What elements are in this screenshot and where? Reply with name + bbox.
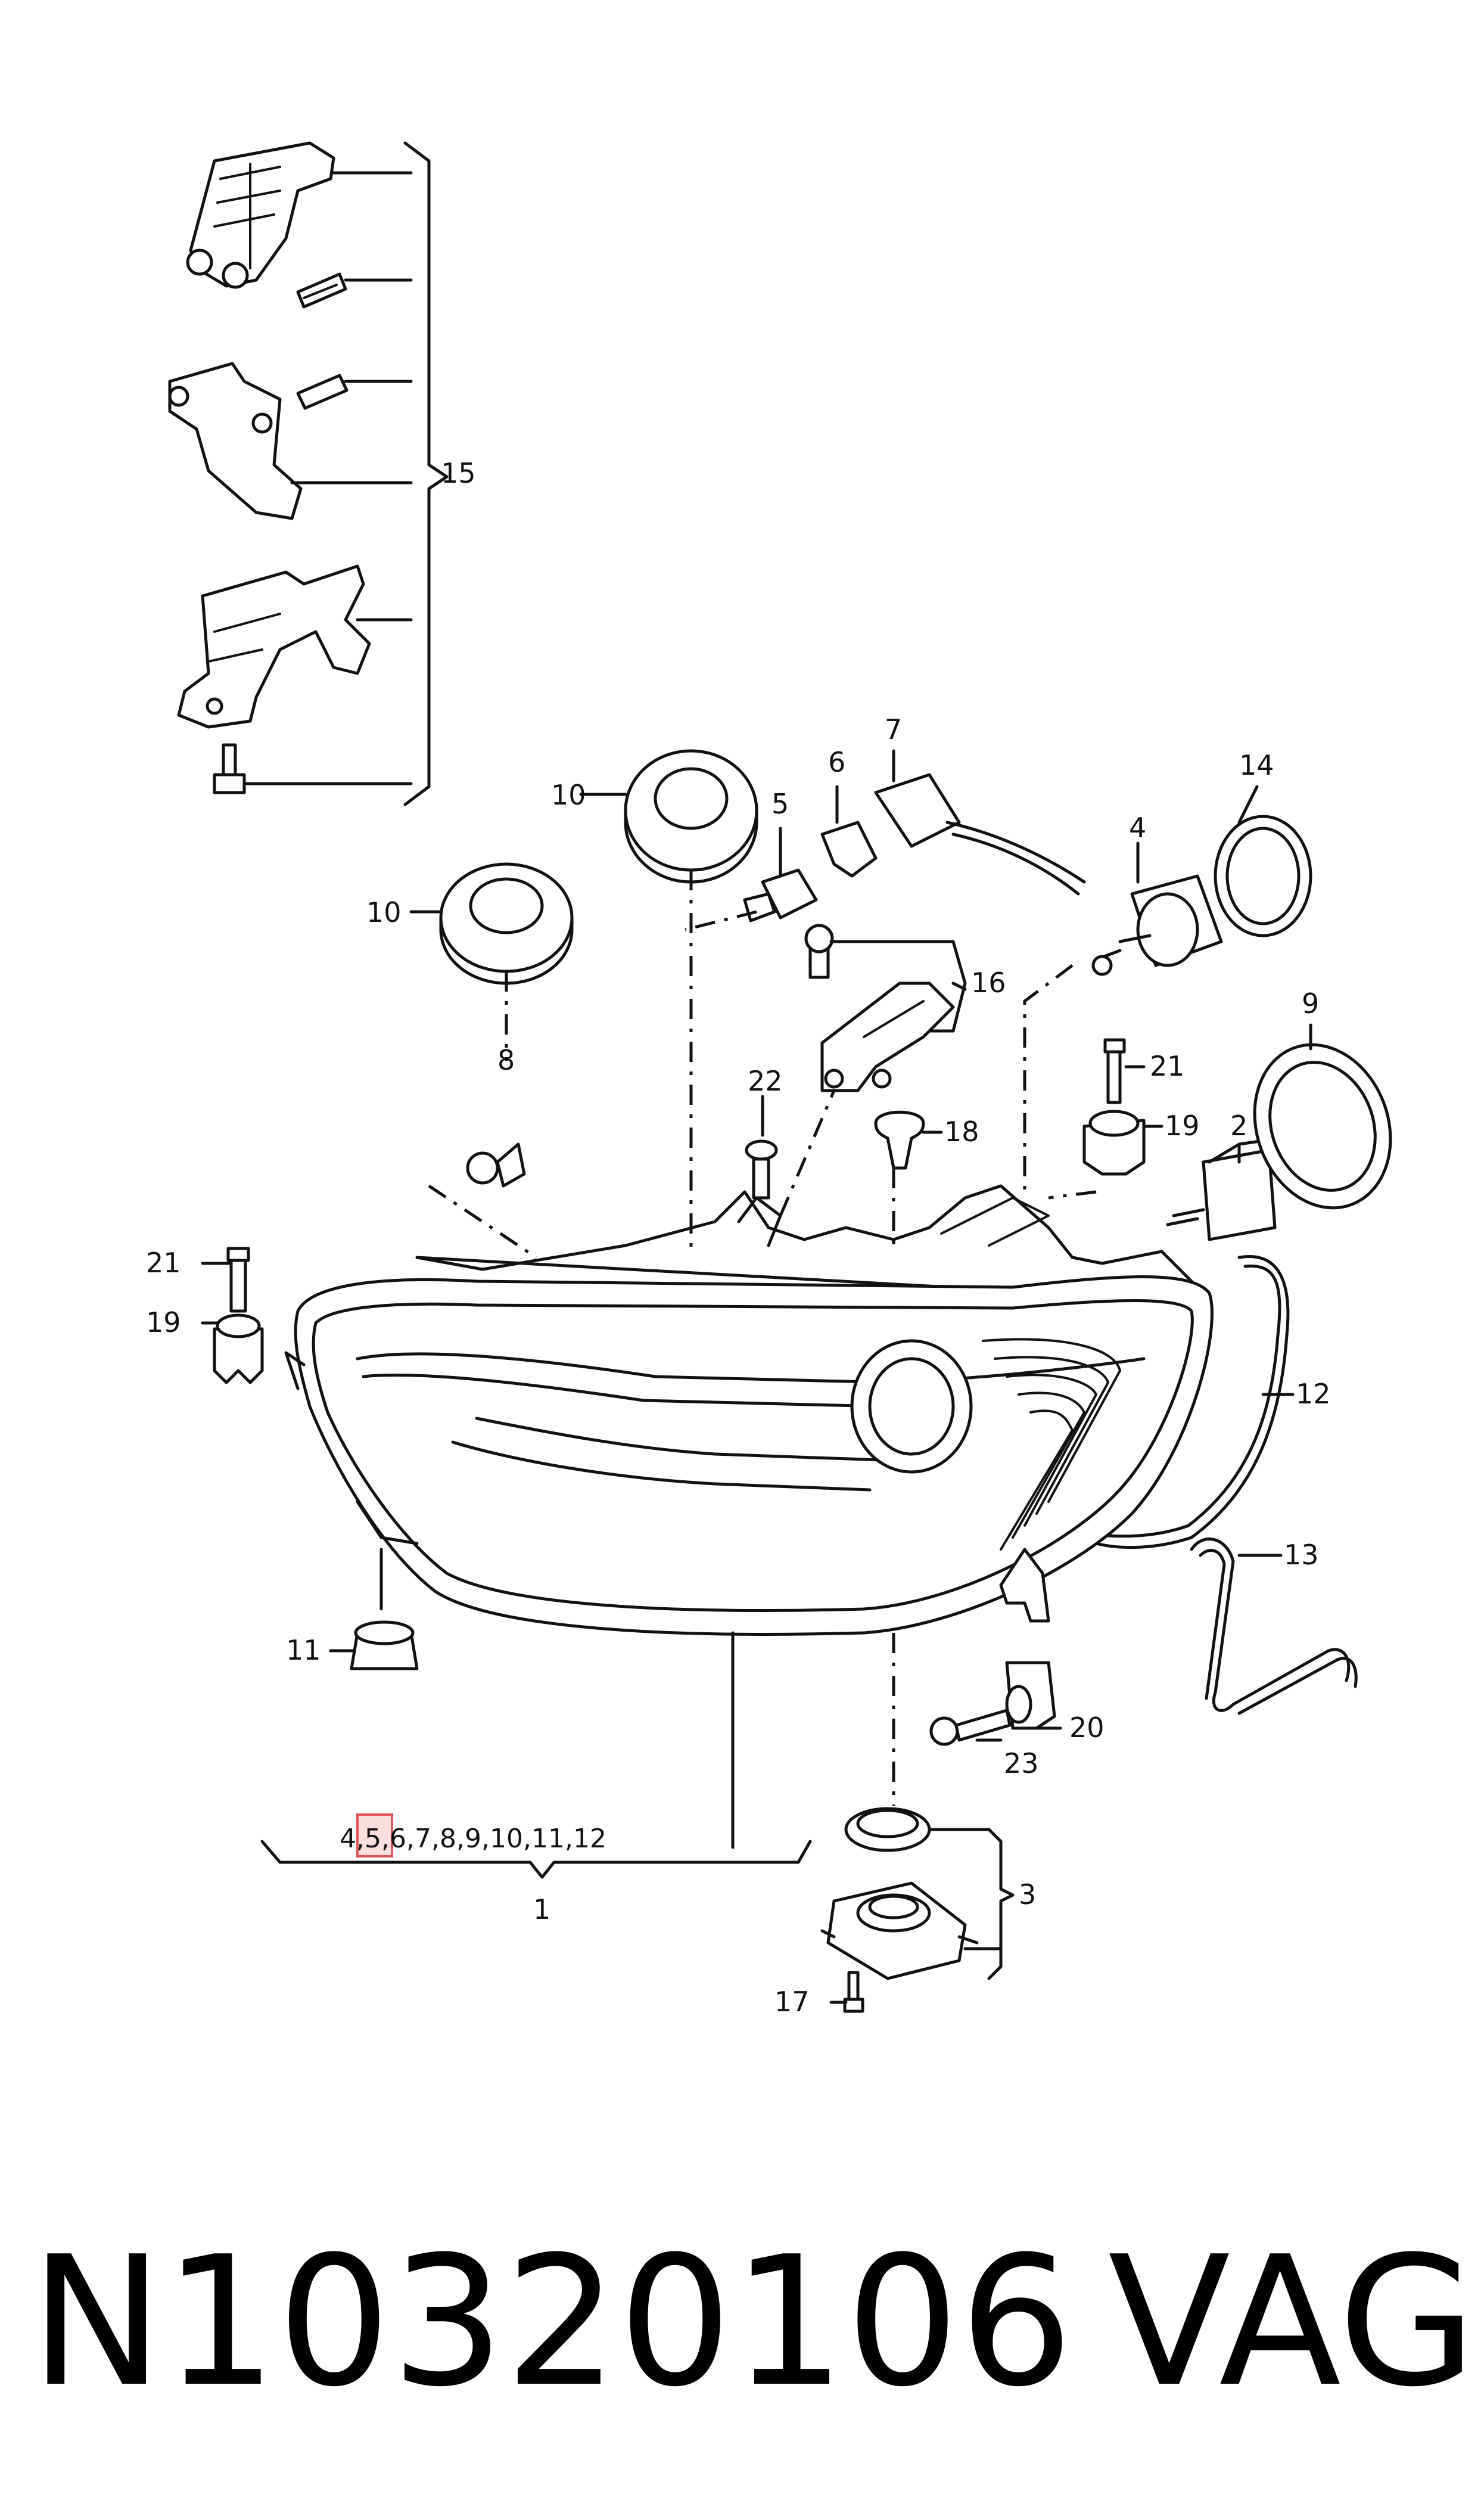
callout-11: 11 bbox=[286, 1634, 321, 1666]
callout-19-right: 19 bbox=[1165, 1110, 1200, 1142]
seal-ring-14 bbox=[1214, 815, 1312, 937]
callout-labels: 15 10 10 5 6 7 14 4 16 9 8 21 22 19 2 18… bbox=[146, 457, 1331, 2018]
connector-7 bbox=[874, 773, 1086, 896]
highlight-box-callout-5 bbox=[356, 1813, 393, 1858]
callout-1: 1 bbox=[533, 1893, 550, 1925]
callout-21-left: 21 bbox=[146, 1247, 181, 1279]
part-number: N10320106 bbox=[30, 2218, 1073, 2426]
trim-strip-12 bbox=[1094, 1255, 1290, 1549]
screw-21-right bbox=[1103, 1038, 1126, 1104]
plug-18 bbox=[874, 1110, 925, 1170]
callout-13: 13 bbox=[1284, 1539, 1319, 1571]
clip-19-right bbox=[1082, 1110, 1146, 1176]
callout-2: 2 bbox=[1230, 1110, 1247, 1142]
callout-8: 8 bbox=[497, 1044, 515, 1076]
callout-3: 3 bbox=[1019, 1878, 1036, 1911]
callout-16: 16 bbox=[971, 967, 1006, 999]
screw-17 bbox=[843, 1971, 864, 2013]
screw-23 bbox=[929, 1709, 1012, 1746]
clip-20 bbox=[1005, 1661, 1056, 1730]
assembly-leader-lines bbox=[379, 870, 1097, 1849]
callout-15: 15 bbox=[441, 457, 476, 489]
headlight-housing-1 bbox=[284, 1184, 1214, 1636]
bracket-16 bbox=[804, 924, 955, 1092]
callout-22: 22 bbox=[748, 1065, 783, 1097]
callout-20: 20 bbox=[1069, 1712, 1105, 1744]
bulb-8 bbox=[466, 1142, 526, 1188]
cap-11 bbox=[350, 1620, 419, 1670]
socket-6 bbox=[820, 821, 878, 878]
callout-9: 9 bbox=[1302, 987, 1319, 1020]
callout-7: 7 bbox=[885, 713, 902, 746]
brand-name: VAG bbox=[1108, 2218, 1476, 2426]
group-number-8: 8 bbox=[440, 1824, 456, 1854]
group-number-7: 7 bbox=[415, 1824, 431, 1854]
callout-14: 14 bbox=[1239, 749, 1274, 781]
callout-6: 6 bbox=[828, 746, 845, 778]
cable-13 bbox=[1190, 1538, 1358, 1715]
grommet-10-lower bbox=[439, 862, 574, 985]
group-number-6: 6 bbox=[390, 1824, 406, 1854]
bracket-kit-15 bbox=[168, 141, 449, 806]
callout-leaders bbox=[201, 749, 1312, 2004]
group-number-11: 11 bbox=[531, 1824, 565, 1854]
screw-21-left bbox=[226, 1247, 250, 1313]
callout-19-left: 19 bbox=[146, 1306, 181, 1338]
grommet-10-upper bbox=[624, 749, 758, 884]
seal-ring-9 bbox=[1253, 1043, 1392, 1210]
callout-5: 5 bbox=[771, 788, 789, 820]
callout-10-lower: 10 bbox=[366, 896, 402, 928]
xenon-bulb-4 bbox=[1091, 874, 1223, 976]
group-label-part-1: 4,5,6,7,8,9,10,11,12 bbox=[340, 1824, 606, 1854]
group-number-12: 12 bbox=[573, 1824, 606, 1854]
group-number-5: 5 bbox=[365, 1824, 381, 1854]
callout-12: 12 bbox=[1296, 1378, 1331, 1410]
group-number-4: 4 bbox=[340, 1824, 356, 1854]
ballast-3 bbox=[820, 1807, 979, 1980]
clip-19-left bbox=[213, 1313, 264, 1384]
callout-21-right: 21 bbox=[1150, 1050, 1185, 1082]
callout-4: 4 bbox=[1129, 812, 1146, 844]
callout-23: 23 bbox=[1004, 1747, 1039, 1779]
screw-22 bbox=[745, 1139, 778, 1200]
callout-18: 18 bbox=[944, 1116, 979, 1148]
group-number-9: 9 bbox=[465, 1824, 481, 1854]
group-number-10: 10 bbox=[490, 1824, 523, 1854]
callout-17: 17 bbox=[774, 1986, 810, 2018]
callout-10-upper: 10 bbox=[551, 779, 586, 811]
